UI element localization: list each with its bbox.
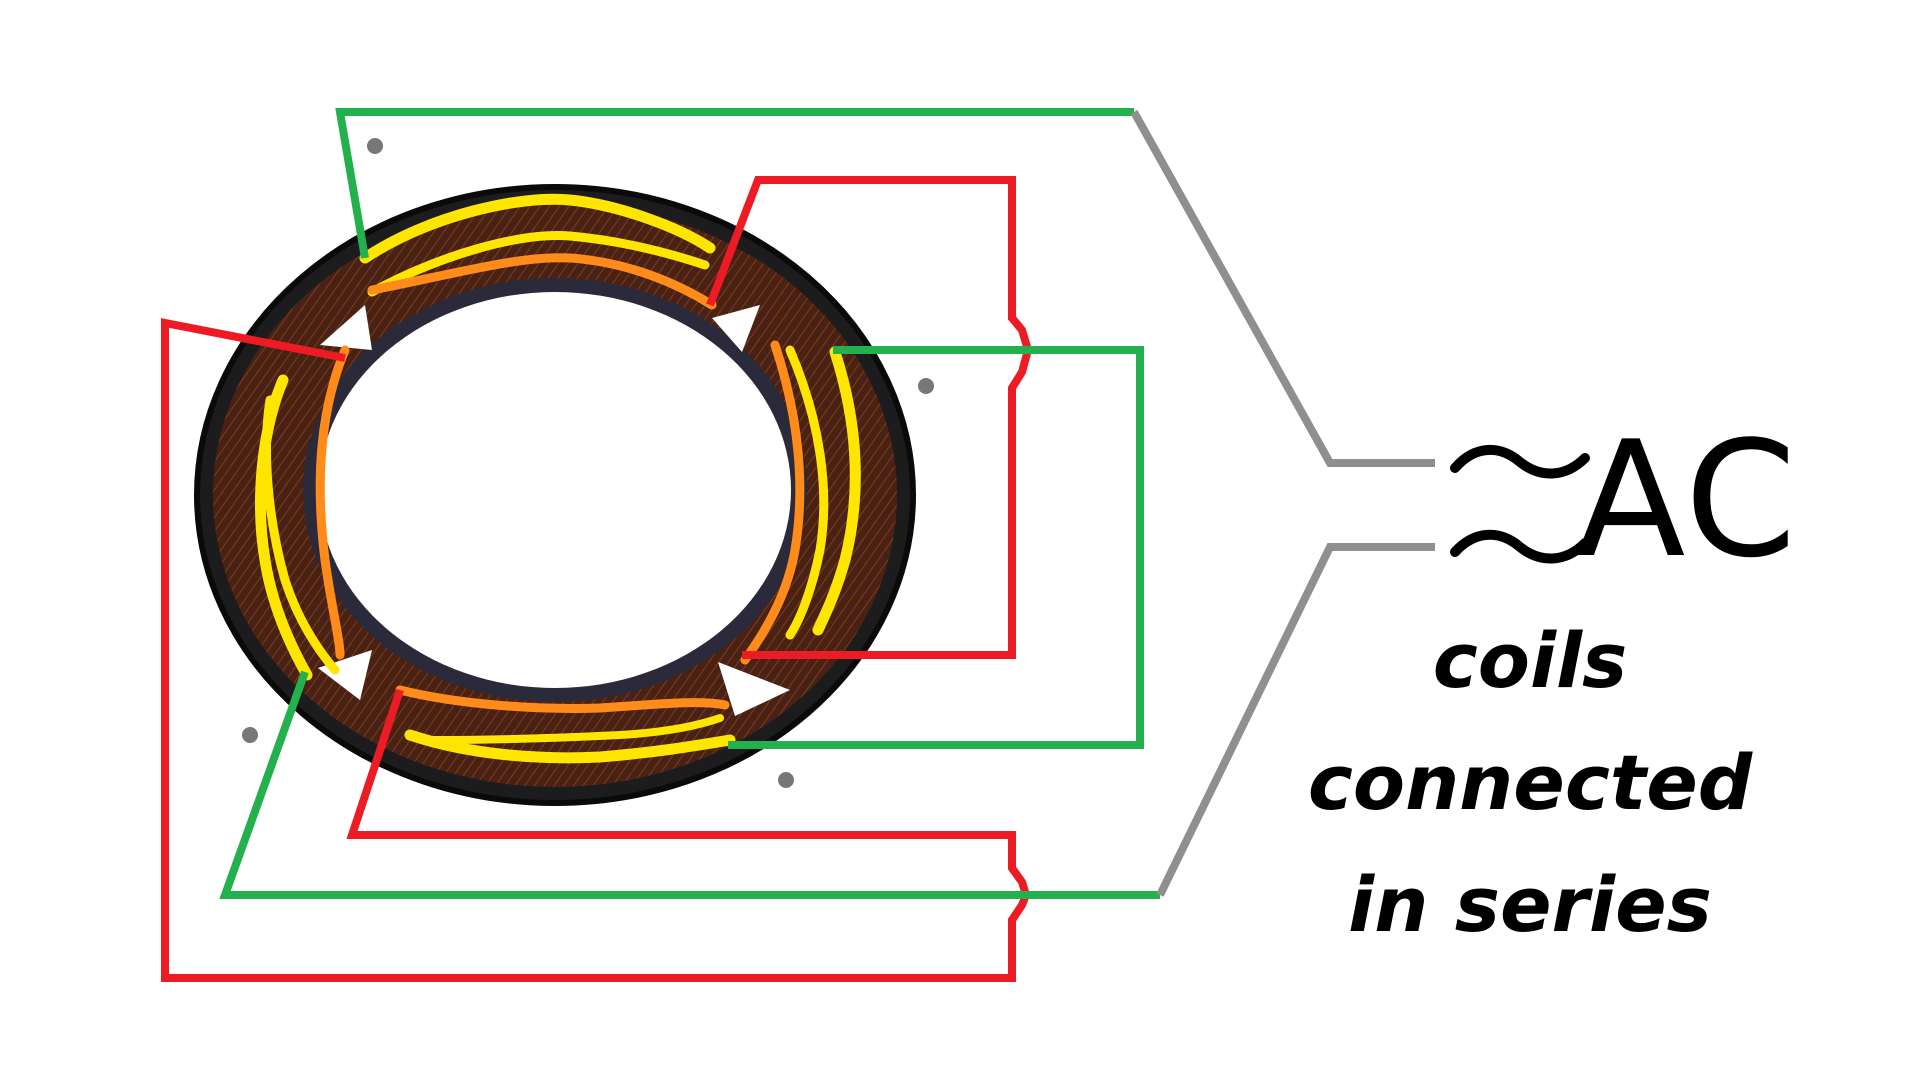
ac-wave-line-1: [1450, 445, 1590, 479]
coil-left-orange: [315, 345, 350, 660]
coil-bottom-yellow-2: [426, 714, 724, 744]
mounting-hole: [778, 772, 794, 788]
coil-right-orange: [740, 340, 805, 665]
green-wire-top: [335, 108, 1134, 259]
red-wires: [161, 176, 1033, 982]
caption-line: in series: [1348, 860, 1712, 949]
mounting-hole: [918, 378, 934, 394]
ac-supply-label: AC: [1576, 406, 1799, 593]
caption-line: connected: [1307, 738, 1753, 827]
coil-highlights: [255, 193, 861, 764]
stator: [194, 184, 916, 806]
pole-gap-top-right: [712, 305, 760, 352]
coil-bottom-yellow: [404, 729, 736, 764]
coil-left-yellow-2: [262, 395, 340, 675]
mounting-hole: [242, 727, 258, 743]
coils-caption: coils connected in series: [1270, 600, 1790, 966]
pole-gap-bottom-left: [318, 650, 372, 700]
coil-right-yellow: [812, 346, 861, 636]
pole-gap-bottom-right: [718, 662, 790, 716]
coil-bottom-orange: [395, 685, 730, 713]
coil-right-yellow-2: [785, 345, 829, 640]
coil-top-yellow-2: [367, 231, 710, 297]
red-wire-left-loop: [161, 318, 1031, 982]
green-wire-right-loop: [728, 346, 1144, 749]
ac-lead-top: [1130, 110, 1435, 467]
mounting-holes: [242, 138, 934, 788]
ac-wave-line-2: [1450, 529, 1590, 564]
ac-lead-bottom: [1156, 543, 1435, 897]
ac-wave-icon: [1450, 445, 1590, 564]
caption-line: coils: [1432, 616, 1628, 705]
mounting-hole: [367, 138, 383, 154]
stator-bore: [319, 292, 791, 688]
green-wires: [219, 108, 1160, 899]
coil-top-yellow: [359, 193, 716, 264]
coil-top-orange: [367, 253, 717, 310]
red-wire-top-to-right: [706, 176, 1033, 659]
pole-gap-top-left: [320, 305, 372, 350]
green-wire-bottom: [219, 670, 1160, 899]
ac-leads: [1130, 110, 1435, 897]
